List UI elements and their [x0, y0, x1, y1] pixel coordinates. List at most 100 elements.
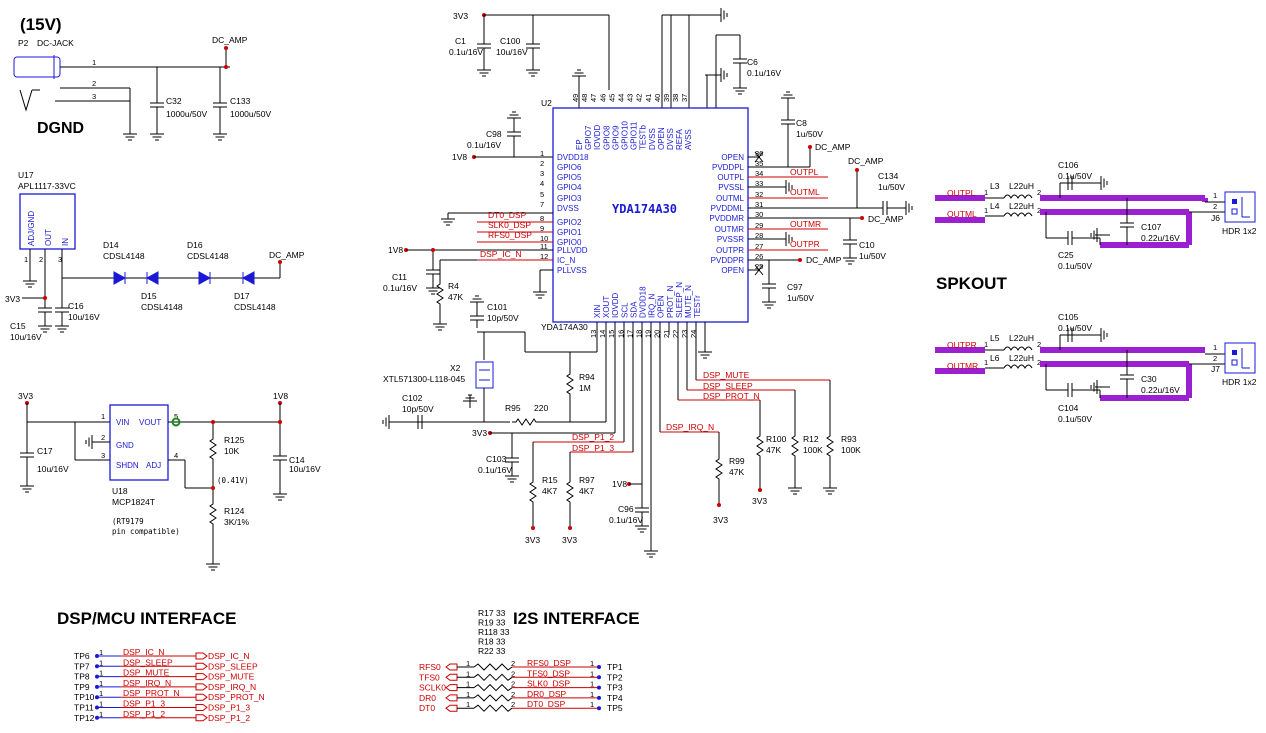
- u2-right-nets: C8 1u/50V DC_AMP OUTPL OUTML DC_AMP DC_A…: [748, 91, 913, 309]
- u2-right-pin-num: 25: [755, 262, 763, 271]
- l3-ref: L3: [990, 181, 1000, 191]
- u2-left-pin-label: IC_N: [557, 256, 575, 265]
- i2s-tp-label: TP1: [607, 662, 623, 672]
- i2s-tp-label: TP2: [607, 672, 623, 682]
- u17-pin-adj: ADJ/GND: [27, 211, 36, 246]
- power-input-section: (15V) P2 DC-JACK 1 2 3 DGND DC_AMP C32 1…: [13, 15, 271, 141]
- u2-top-pin-label: IOVDD: [593, 124, 602, 150]
- net-dsp-mute: DSP_MUTE: [703, 370, 750, 380]
- svg-text:4: 4: [174, 451, 178, 460]
- c104-value: 0.1u/50V: [1058, 414, 1092, 424]
- svg-text:1: 1: [92, 58, 96, 67]
- u2-ref: U2: [541, 98, 552, 108]
- l3-value: L22uH: [1009, 181, 1034, 191]
- dsp-tp-label: TP9: [74, 682, 90, 692]
- svg-text:1: 1: [590, 659, 594, 668]
- u2-bottom-pin-num: 22: [671, 330, 680, 338]
- c105-ref: C105: [1058, 312, 1079, 322]
- u2-top-pin-num: 49: [571, 94, 580, 102]
- adj-voltage-note: (0.41V): [217, 476, 249, 485]
- u2-right-pin-label: PVSSR: [717, 235, 744, 244]
- voltage-label: (15V): [20, 15, 62, 34]
- net-dt0-dsp: DT0_DSP: [488, 210, 527, 220]
- svg-text:1: 1: [99, 658, 103, 667]
- dsp-offpage-arrow: [195, 693, 208, 701]
- c10-ref: C10: [859, 240, 875, 250]
- dc-jack-symbol: [13, 55, 61, 112]
- u18-net-in: 3V3: [18, 391, 33, 401]
- i2s-series-resistor: [473, 683, 513, 692]
- jack-ref: P2: [18, 38, 29, 48]
- dsp-offpage-arrow: [195, 673, 208, 681]
- c25-ref: C25: [1058, 250, 1074, 260]
- c6-ref: C6: [747, 57, 758, 67]
- c102-ref: C102: [402, 393, 423, 403]
- svg-text:1: 1: [99, 679, 103, 688]
- svg-text:1: 1: [984, 340, 988, 349]
- c100-ref: C100: [500, 36, 521, 46]
- svg-text:1: 1: [466, 680, 470, 689]
- u2-right-pin-label: PVSSL: [718, 183, 744, 192]
- svg-text:1: 1: [984, 358, 988, 367]
- u2-right-pin-label: PVDDPR: [711, 256, 745, 265]
- out-net-outml: OUTML: [947, 209, 977, 219]
- c32-value: 1000u/50V: [166, 109, 207, 119]
- u2-bottom-pin-num: 23: [680, 330, 689, 338]
- c107-ref: C107: [1141, 222, 1162, 232]
- c104-ref: C104: [1058, 403, 1079, 413]
- c133-value: 1000u/50V: [230, 109, 271, 119]
- u2-left-pin-num: 3: [540, 169, 544, 178]
- net-outpl: OUTPL: [790, 167, 819, 177]
- r124-value: 3K/1%: [224, 517, 249, 527]
- c16-value: 10u/16V: [68, 312, 100, 322]
- d16-diode: [198, 271, 211, 285]
- i2s-input-label: DT0: [419, 703, 435, 713]
- dsp-offpage-label: DSP_P1_2: [208, 713, 250, 723]
- c97-value: 1u/50V: [787, 293, 814, 303]
- c15-value: 10u/16V: [10, 332, 42, 342]
- d15-part: CDSL4148: [141, 302, 183, 312]
- u2-right-pin-num: 31: [755, 200, 763, 209]
- c103-ref: C103: [486, 454, 507, 464]
- i2s-resistor-label: R17 33: [478, 608, 506, 618]
- i2s-resistor-label: R22 33: [478, 646, 506, 656]
- out-net-outmr: OUTMR: [947, 361, 978, 371]
- i2s-offpage-arrow: [445, 694, 458, 702]
- dsp-tp-label: TP11: [74, 703, 94, 713]
- i2s-input-label: RFS0: [419, 662, 441, 672]
- u2-right-pin-num: 33: [755, 179, 763, 188]
- d17-ref: D17: [234, 291, 250, 301]
- u2-top-pin-label: EP: [575, 139, 584, 150]
- u2-left-pin-num: 5: [540, 190, 544, 199]
- svg-text:1: 1: [466, 700, 470, 709]
- u2-right-pin-label: PVDDMR: [709, 214, 744, 223]
- regulator-section: 3V3 C17 10u/16V VIN GND SHDN VOUT ADJ 1 …: [18, 391, 321, 571]
- j6-part: HDR 1x2: [1222, 226, 1257, 236]
- svg-text:2: 2: [1037, 206, 1041, 215]
- u2-right-pin-num: 27: [755, 242, 763, 251]
- x2-part: XTL571300-L118-045: [383, 374, 465, 384]
- i2s-input-label: TFS0: [419, 672, 440, 682]
- i2s-offpage-arrow: [445, 704, 458, 712]
- dc-amp-net-3: DC_AMP: [815, 142, 851, 152]
- j7-connector: [1224, 342, 1256, 374]
- u2-bottom-pin-label: OPEN: [657, 295, 666, 318]
- u2-top-pin-num: 47: [589, 94, 598, 102]
- c30-value: 0.22u/16V: [1141, 385, 1180, 395]
- dc-amp-net-2: DC_AMP: [269, 250, 305, 260]
- c134-ref: C134: [878, 171, 899, 181]
- svg-text:2: 2: [1037, 188, 1041, 197]
- net-dsp-p1-3: DSP_P1_3: [572, 443, 614, 453]
- x2-ref: X2: [450, 363, 461, 373]
- j6-ref: J6: [1211, 213, 1220, 223]
- svg-text:2: 2: [1037, 340, 1041, 349]
- svg-text:2: 2: [511, 669, 515, 678]
- svg-text:3: 3: [92, 92, 96, 101]
- svg-text:2: 2: [511, 690, 515, 699]
- c11-value: 0.1u/16V: [383, 283, 417, 293]
- u2-left-pin-label: PLLVDD: [557, 246, 588, 255]
